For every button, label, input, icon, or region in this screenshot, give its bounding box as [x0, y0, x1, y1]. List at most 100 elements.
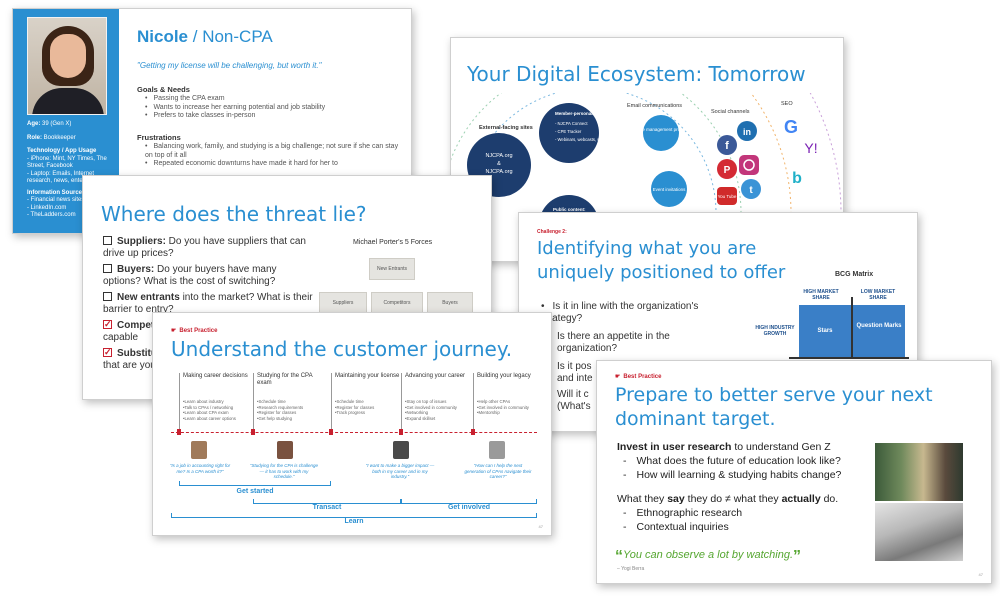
role-label: Role:	[27, 134, 42, 141]
info-label: Information Sources	[27, 189, 86, 196]
journey-stage: Studying for the CPA exam Schedule timeR…	[257, 373, 327, 421]
phase-label: Learn	[344, 518, 364, 525]
google-icon: G	[784, 117, 798, 137]
list-item: Passing the CPA exam	[145, 95, 403, 104]
journey-quote: "Studying for the CPA is challenge — it …	[249, 463, 319, 479]
youtube-icon	[717, 187, 737, 205]
persona-quote: "Getting my license will be challenging,…	[137, 61, 322, 70]
goals-heading: Goals & Needs	[137, 85, 190, 94]
persona-photo	[27, 17, 107, 115]
email-bubble	[651, 171, 687, 207]
svg-text:NJCPA.org: NJCPA.org	[485, 169, 512, 175]
threat-slide: Where does the threat lie? Suppliers: Do…	[82, 175, 492, 400]
threat-item: Substitu that are you offe	[103, 346, 313, 372]
phase-label: Get involved	[447, 504, 490, 511]
store-photo	[875, 443, 963, 501]
question-item: How will learning & studying habits chan…	[623, 469, 842, 481]
age-label: Age:	[27, 121, 41, 127]
threat-item: Compet capable	[103, 318, 313, 344]
age-value: 39 (Gen X)	[42, 121, 72, 127]
svg-text:NJCPA.org: NJCPA.org	[485, 153, 512, 159]
journey-stage: Building your legacy Help other CPAsGet …	[477, 373, 547, 416]
phase-label: Transact	[312, 504, 342, 511]
checkbox[interactable]	[103, 236, 112, 245]
list-item: Balancing work, family, and studying is …	[145, 143, 403, 160]
checkbox-checked[interactable]	[103, 318, 112, 330]
bullet: and inte	[557, 373, 593, 384]
svg-text:- CPE Tracker: - CPE Tracker	[555, 129, 582, 134]
porter-title: Michael Porter's 5 Forces	[353, 239, 433, 246]
svg-text:Event invitations: Event invitations	[653, 187, 687, 192]
svg-text:- NJCPA Connect: - NJCPA Connect	[555, 121, 588, 126]
checkbox[interactable]	[103, 264, 112, 273]
svg-text:&: &	[497, 161, 501, 167]
info-item: - TheLadders.com	[27, 212, 76, 218]
high-growth-label: HIGH INDUSTRY GROWTH	[755, 325, 795, 337]
avatar	[277, 441, 293, 459]
list-item: Prefers to take classes in-person	[145, 112, 403, 121]
journey-stage: Making career decisions Learn about indu…	[183, 373, 253, 421]
twitter-icon	[741, 179, 761, 199]
facebook-icon	[717, 135, 737, 155]
external-label: External-facing sites	[479, 125, 533, 131]
svg-text:t: t	[749, 185, 753, 196]
avatar	[191, 441, 207, 459]
high-share-label: HIGH MARKET SHARE	[803, 289, 839, 301]
bcg-title: BCG Matrix	[835, 271, 874, 278]
bullet: Is there an appetite in the organization…	[557, 331, 670, 354]
svg-text:Profile management prompts: Profile management prompts	[632, 127, 691, 132]
list-item: Wants to increase her earning potential …	[145, 104, 403, 113]
instagram-icon	[739, 155, 759, 175]
avatar	[393, 441, 409, 459]
yahoo-icon: Y!	[804, 140, 817, 156]
tech-item: - iPhone: Mint, NY Times, The Street, Fa…	[27, 155, 107, 170]
svg-text:in: in	[743, 127, 751, 137]
research-line: Invest in user research to understand Ge…	[617, 441, 831, 453]
svg-text:f: f	[725, 140, 729, 152]
quote-author: – Yogi Berra	[617, 566, 645, 572]
question-marks-quadrant: Question Marks	[853, 305, 905, 357]
checkbox[interactable]	[103, 292, 112, 301]
persona-name: Nicole / Non-CPA	[137, 27, 273, 46]
svg-text:P: P	[724, 165, 731, 176]
porter-box: Buyers	[427, 292, 473, 314]
tech-label: Technology / App Usage	[27, 148, 97, 154]
berra-quote: “You can observe a lot by watching.”	[615, 548, 801, 565]
social-label: Social channels	[711, 109, 750, 115]
low-share-label: LOW MARKET SHARE	[860, 289, 896, 301]
bullet: (What's	[557, 401, 591, 412]
best-practice-badge: Best Practice	[171, 327, 217, 334]
role-value: Bookkeeper	[43, 134, 76, 141]
target-slide: Best Practice Prepare to better serve yo…	[596, 360, 992, 584]
journey-stage: Maintaining your license Schedule timeRe…	[335, 373, 405, 416]
persona-meta: Age: 39 (Gen X) Role: Bookkeeper Technol…	[27, 121, 115, 220]
porter-box: Suppliers	[319, 292, 367, 314]
page-number: 47	[978, 572, 983, 577]
journey-quote: "I want to make a bigger impact — both i…	[365, 463, 435, 479]
journey-quote: "Is a job in accounting right for me? Is…	[169, 463, 231, 474]
info-item: - LinkedIn.com	[27, 204, 67, 211]
email-bubble	[643, 115, 679, 151]
email-label: Email communications	[627, 103, 682, 109]
timeline	[171, 432, 537, 433]
slide-title: Where does the threat lie?	[101, 202, 367, 226]
porter-box: New Entrants	[369, 258, 415, 280]
porter-box: Competitors	[371, 292, 423, 314]
slide-title: Your Digital Ecosystem: Tomorrow	[467, 62, 806, 86]
threat-item: New entrants into the market? What is th…	[103, 292, 313, 315]
list-item: Repeated economic downturns have made it…	[145, 160, 403, 169]
persona-slide: Age: 39 (Gen X) Role: Bookkeeper Technol…	[12, 8, 412, 234]
slide-title: Understand the customer journey.	[171, 337, 513, 361]
phase-label: Get started	[236, 488, 274, 495]
bullet: Will it c	[557, 389, 589, 400]
pinterest-icon	[717, 159, 737, 179]
svg-text:Public content:: Public content:	[553, 207, 586, 212]
goals-list: Passing the CPA exam Wants to increase h…	[145, 95, 403, 121]
checkbox-checked[interactable]	[103, 346, 112, 358]
challenge-label: Challenge 2:	[537, 229, 567, 235]
member-content-circle	[539, 103, 599, 163]
avatar	[489, 441, 505, 459]
info-item: - Financial news sites	[27, 197, 85, 203]
best-practice-badge: Best Practice	[615, 373, 661, 380]
persona-sidebar: Age: 39 (Gen X) Role: Bookkeeper Technol…	[13, 9, 119, 233]
